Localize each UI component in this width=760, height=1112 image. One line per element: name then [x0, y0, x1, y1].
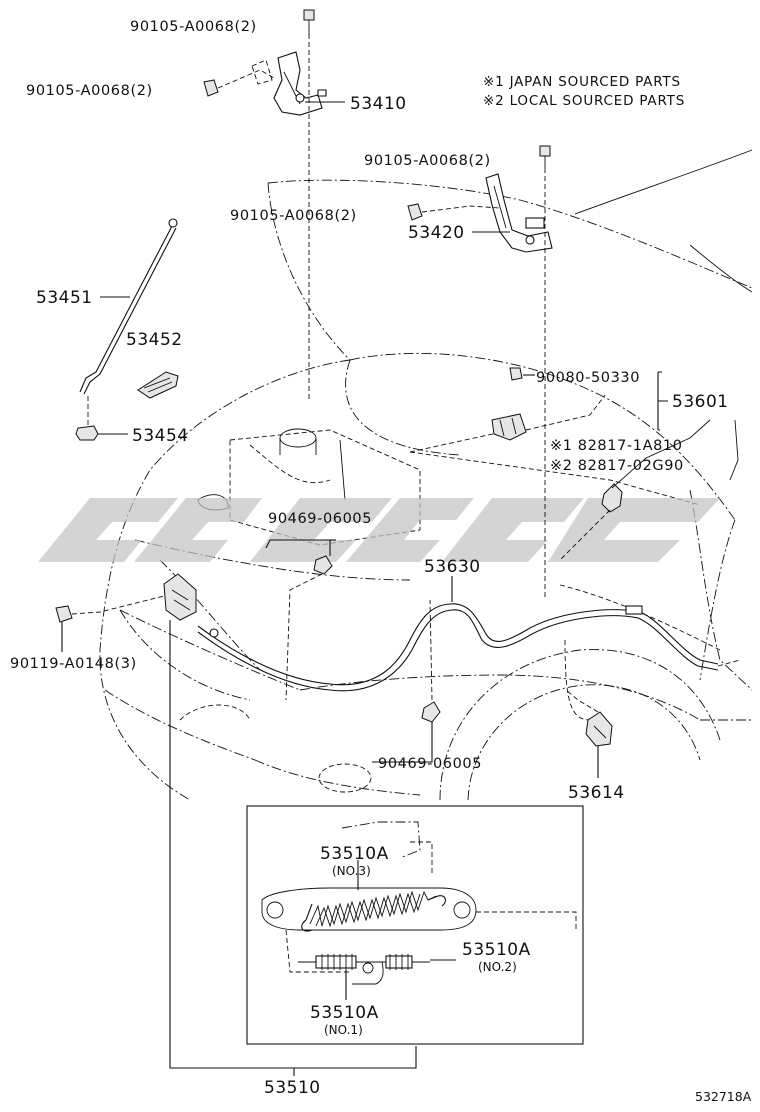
label-cable[interactable]: 53630	[424, 557, 481, 577]
label-bolt-lock[interactable]: 90119-A0148(3)	[10, 656, 137, 672]
label-lock-assy[interactable]: 53601	[672, 392, 729, 412]
label-part-local[interactable]: ※2 82817-02G90	[550, 458, 684, 474]
bolt-icon[interactable]	[55, 605, 73, 623]
label-lock-main[interactable]: 53510	[264, 1078, 321, 1098]
spring-no3[interactable]	[301, 890, 447, 932]
label-spring-no3[interactable]: 53510A	[320, 844, 389, 864]
hood-hinge-rh[interactable]	[485, 173, 553, 253]
rod-grommet[interactable]	[75, 425, 99, 441]
watermark-logo	[38, 498, 720, 562]
hood-release-lever[interactable]	[585, 711, 613, 747]
label-rod-grommet[interactable]: 53454	[132, 426, 189, 446]
hood-support-rod[interactable]	[79, 218, 178, 395]
callout-labels: 90105-A0068(2) 90105-A0068(2) 53410 9010…	[10, 19, 752, 1104]
diagram-code: 532718A	[695, 1089, 752, 1104]
label-bolt-right-mid[interactable]: 90105-A0068(2)	[230, 208, 357, 224]
detail-inset	[246, 805, 584, 1045]
bolt-icon[interactable]	[539, 145, 551, 168]
rod-holder[interactable]	[137, 371, 179, 399]
label-bolt-right-top[interactable]: 90105-A0068(2)	[364, 153, 491, 169]
clip-icon[interactable]	[313, 555, 333, 575]
hood-hinge-lh[interactable]	[273, 51, 327, 116]
label-spring-no3-sub: (NO.3)	[332, 864, 371, 878]
label-spring-no2[interactable]: 53510A	[462, 940, 531, 960]
bolt-icon[interactable]	[407, 203, 423, 221]
hood-release-cable[interactable]	[197, 603, 719, 692]
label-bolt-left[interactable]: 90105-A0068(2)	[26, 83, 153, 99]
bolt-icon[interactable]	[203, 79, 219, 97]
spring-no2[interactable]	[376, 954, 430, 970]
label-screw[interactable]: 90080-50330	[536, 370, 640, 386]
label-spring-no1-sub: (NO.1)	[324, 1023, 363, 1037]
label-spring-no1[interactable]: 53510A	[310, 1003, 379, 1023]
label-clip-upper[interactable]: 90469-06005	[268, 511, 372, 527]
notes: ※1 JAPAN SOURCED PARTS ※2 LOCAL SOURCED …	[483, 74, 685, 109]
screw-icon[interactable]	[509, 367, 523, 381]
note-japan-sourced: ※1 JAPAN SOURCED PARTS	[483, 74, 681, 90]
vehicle-outline	[99, 149, 753, 801]
note-local-sourced: ※2 LOCAL SOURCED PARTS	[483, 93, 685, 109]
label-hinge-lh[interactable]: 53410	[350, 94, 407, 114]
spring-no1[interactable]	[298, 954, 362, 970]
label-bolt-top[interactable]: 90105-A0068(2)	[130, 19, 257, 35]
label-part-japan[interactable]: ※1 82817-1A810	[550, 438, 683, 454]
label-hinge-rh[interactable]: 53420	[408, 223, 465, 243]
bolt-icon[interactable]	[303, 9, 315, 34]
label-clip-lower[interactable]: 90469-06005	[378, 756, 482, 772]
hood-lock-assy[interactable]	[163, 573, 197, 621]
label-spring-no2-sub: (NO.2)	[478, 960, 517, 974]
clip-icon[interactable]	[421, 701, 441, 723]
label-lever[interactable]: 53614	[568, 783, 625, 803]
label-rod-holder[interactable]: 53452	[126, 330, 183, 350]
label-support-rod[interactable]: 53451	[36, 288, 93, 308]
hood-lock-striker[interactable]	[491, 413, 527, 441]
bumper-stop[interactable]	[601, 483, 623, 513]
